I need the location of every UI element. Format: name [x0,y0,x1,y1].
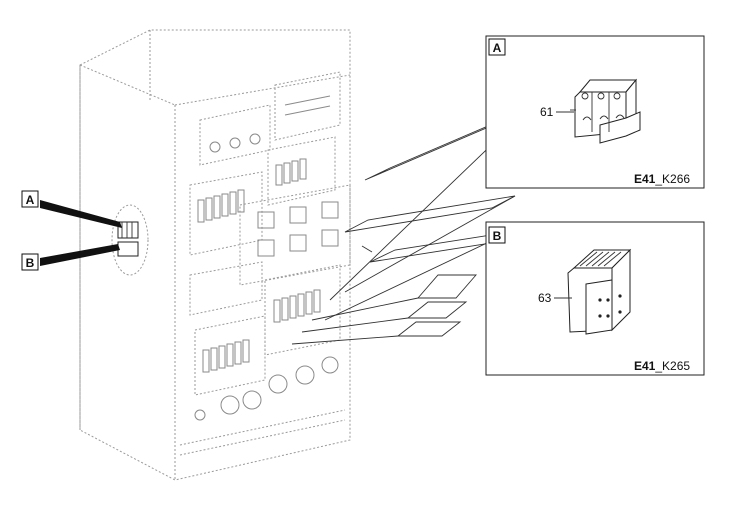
detail-b-panel: B 63 E41_K265 [485,221,705,376]
breaker-row-1 [189,136,336,256]
detail-a-code: E41_K266 [634,172,690,186]
bottom-glands [179,356,346,456]
part-61-label: 61 [540,105,554,119]
side-detail-bubble [111,204,149,276]
electrical-cabinet [79,29,351,481]
detail-a-panel: A 61 E41_K266 [485,35,705,189]
top-indicator-panel [199,71,341,166]
callout-a-letter: A [26,193,35,207]
detail-a-letter: A [493,41,502,55]
detail-a-letter-box [488,38,506,56]
breaker-row-3 [194,315,266,396]
circuit-breaker-icon [570,78,641,144]
part-63-label: 63 [538,291,552,305]
detail-b-letter-box [488,226,506,244]
callout-a: A [21,190,122,228]
breaker-row-2 [239,184,351,286]
callout-b-letter: B [26,256,35,270]
callout-b: B [21,244,120,271]
detail-b-letter: B [493,229,502,243]
relay-icon [567,248,632,335]
callout-b-box [21,253,39,271]
callout-a-box [21,190,39,208]
detail-b-code: E41_K265 [634,359,690,373]
